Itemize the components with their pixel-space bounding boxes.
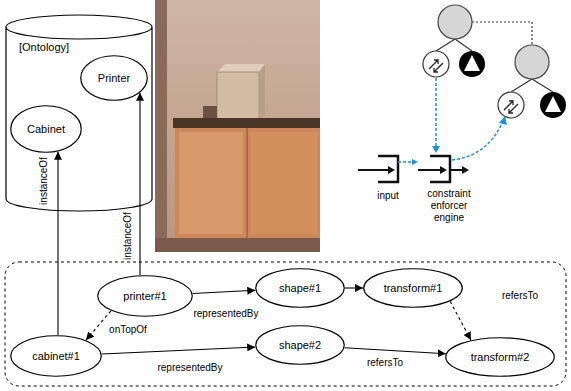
cabinet-door: [251, 132, 317, 234]
tree-branch: [511, 79, 532, 92]
engine-block: [430, 156, 450, 182]
cylinder-shape: [6, 15, 152, 211]
shape-triangle: [545, 96, 561, 112]
arrow-head: [440, 166, 447, 174]
transform-arrows: [504, 101, 518, 113]
node-text: cabinet#1: [32, 350, 80, 363]
photo: [155, 0, 320, 252]
edge-label: instanceOf: [122, 211, 134, 261]
cabinet-top: [173, 118, 320, 128]
shape-symbol: [459, 51, 485, 77]
node-text: [Ontology]: [19, 41, 69, 54]
tree-root: [438, 5, 472, 39]
edge-label: instanceOf: [38, 156, 50, 206]
relation-arrow: [193, 290, 256, 293]
transform-symbol: [423, 51, 449, 77]
node-text: shape#2: [279, 339, 321, 352]
ellipse-shape: [98, 276, 193, 317]
ellipse-shape: [11, 106, 82, 153]
cabinet-door: [179, 132, 243, 234]
relation-arrow: [102, 347, 255, 354]
edge-label: onTopOf: [108, 324, 148, 336]
ellipse-shape: [81, 56, 148, 101]
instance-region: [5, 262, 566, 386]
arrow-head: [432, 146, 440, 153]
tree-branch: [436, 39, 455, 51]
edge-label: refersTo: [501, 290, 539, 302]
arrow-head: [499, 116, 507, 125]
ellipse-shape: [364, 269, 463, 308]
node-text: Printer: [98, 72, 130, 85]
tree-icon: [423, 5, 485, 77]
relation-arrow: [345, 287, 363, 288]
edge-label: representedBy: [192, 308, 259, 320]
instance-ellipse: cabinet#1: [10, 335, 102, 377]
relation-arrow: [345, 348, 446, 354]
dotted-link: [472, 22, 532, 45]
node-text: transform#1: [384, 282, 443, 295]
flow-arrow: [452, 121, 503, 160]
edge-label: refersTo: [366, 357, 404, 369]
shape-symbol: [540, 92, 566, 118]
edge-label: representedBy: [156, 362, 223, 374]
photo-floor: [155, 238, 320, 252]
photo-object: [203, 106, 217, 120]
photo-shadow: [155, 0, 167, 252]
transform-symbol: [498, 92, 524, 118]
arrow-head: [388, 166, 395, 174]
photo-wall: [155, 0, 320, 252]
node-text: shape#1: [279, 282, 321, 295]
engine-arrow: [450, 169, 462, 171]
relation-arrow: [139, 93, 140, 275]
transform-ellipse: transform#2: [445, 337, 555, 377]
flow-arrow: [435, 78, 437, 146]
ellipse-shape: [256, 326, 345, 365]
shape-triangle: [464, 55, 480, 71]
shape-ellipse: shape#1: [255, 268, 345, 308]
node-text: printer#1: [123, 290, 166, 303]
input-icon: [358, 156, 418, 182]
relation-arrow: [450, 301, 471, 340]
ellipse-shape: [11, 336, 102, 377]
node-text: transform#2: [471, 351, 530, 364]
ellipse-shape: [446, 338, 555, 377]
ellipse-shape: [256, 269, 345, 308]
input-arrow: [358, 169, 388, 171]
printer-box-top: [217, 64, 265, 72]
flow-arrow: [398, 161, 412, 163]
relation-arrow: [57, 152, 58, 335]
instance-ellipse: printer#1: [97, 275, 193, 317]
printer-box-side: [259, 64, 265, 120]
shape-ellipse: shape#2: [255, 325, 345, 365]
arrow-head: [412, 159, 418, 165]
transform-ellipse: transform#1: [363, 268, 463, 308]
tree-icon: [498, 45, 566, 118]
engine-arrow: [418, 169, 440, 171]
engine-icon: [418, 78, 507, 182]
input-label: input: [368, 190, 408, 202]
class-ellipse: Cabinet: [10, 105, 82, 153]
cabinet-body: [175, 128, 320, 238]
engine-label: constraint enforcer engine: [418, 188, 480, 224]
ontology-cylinder: [Ontology] Cabinet Printer: [5, 15, 153, 211]
input-block: [378, 156, 398, 182]
tree-root: [515, 45, 549, 79]
arrow-head: [462, 166, 469, 174]
tree-branch: [455, 39, 472, 51]
tree-branch: [532, 79, 553, 92]
class-ellipse: Printer: [80, 55, 148, 101]
door-gap: [246, 128, 248, 238]
transform-arrows: [429, 60, 443, 72]
printer-box: [217, 72, 259, 120]
node-text: Cabinet: [27, 123, 65, 136]
